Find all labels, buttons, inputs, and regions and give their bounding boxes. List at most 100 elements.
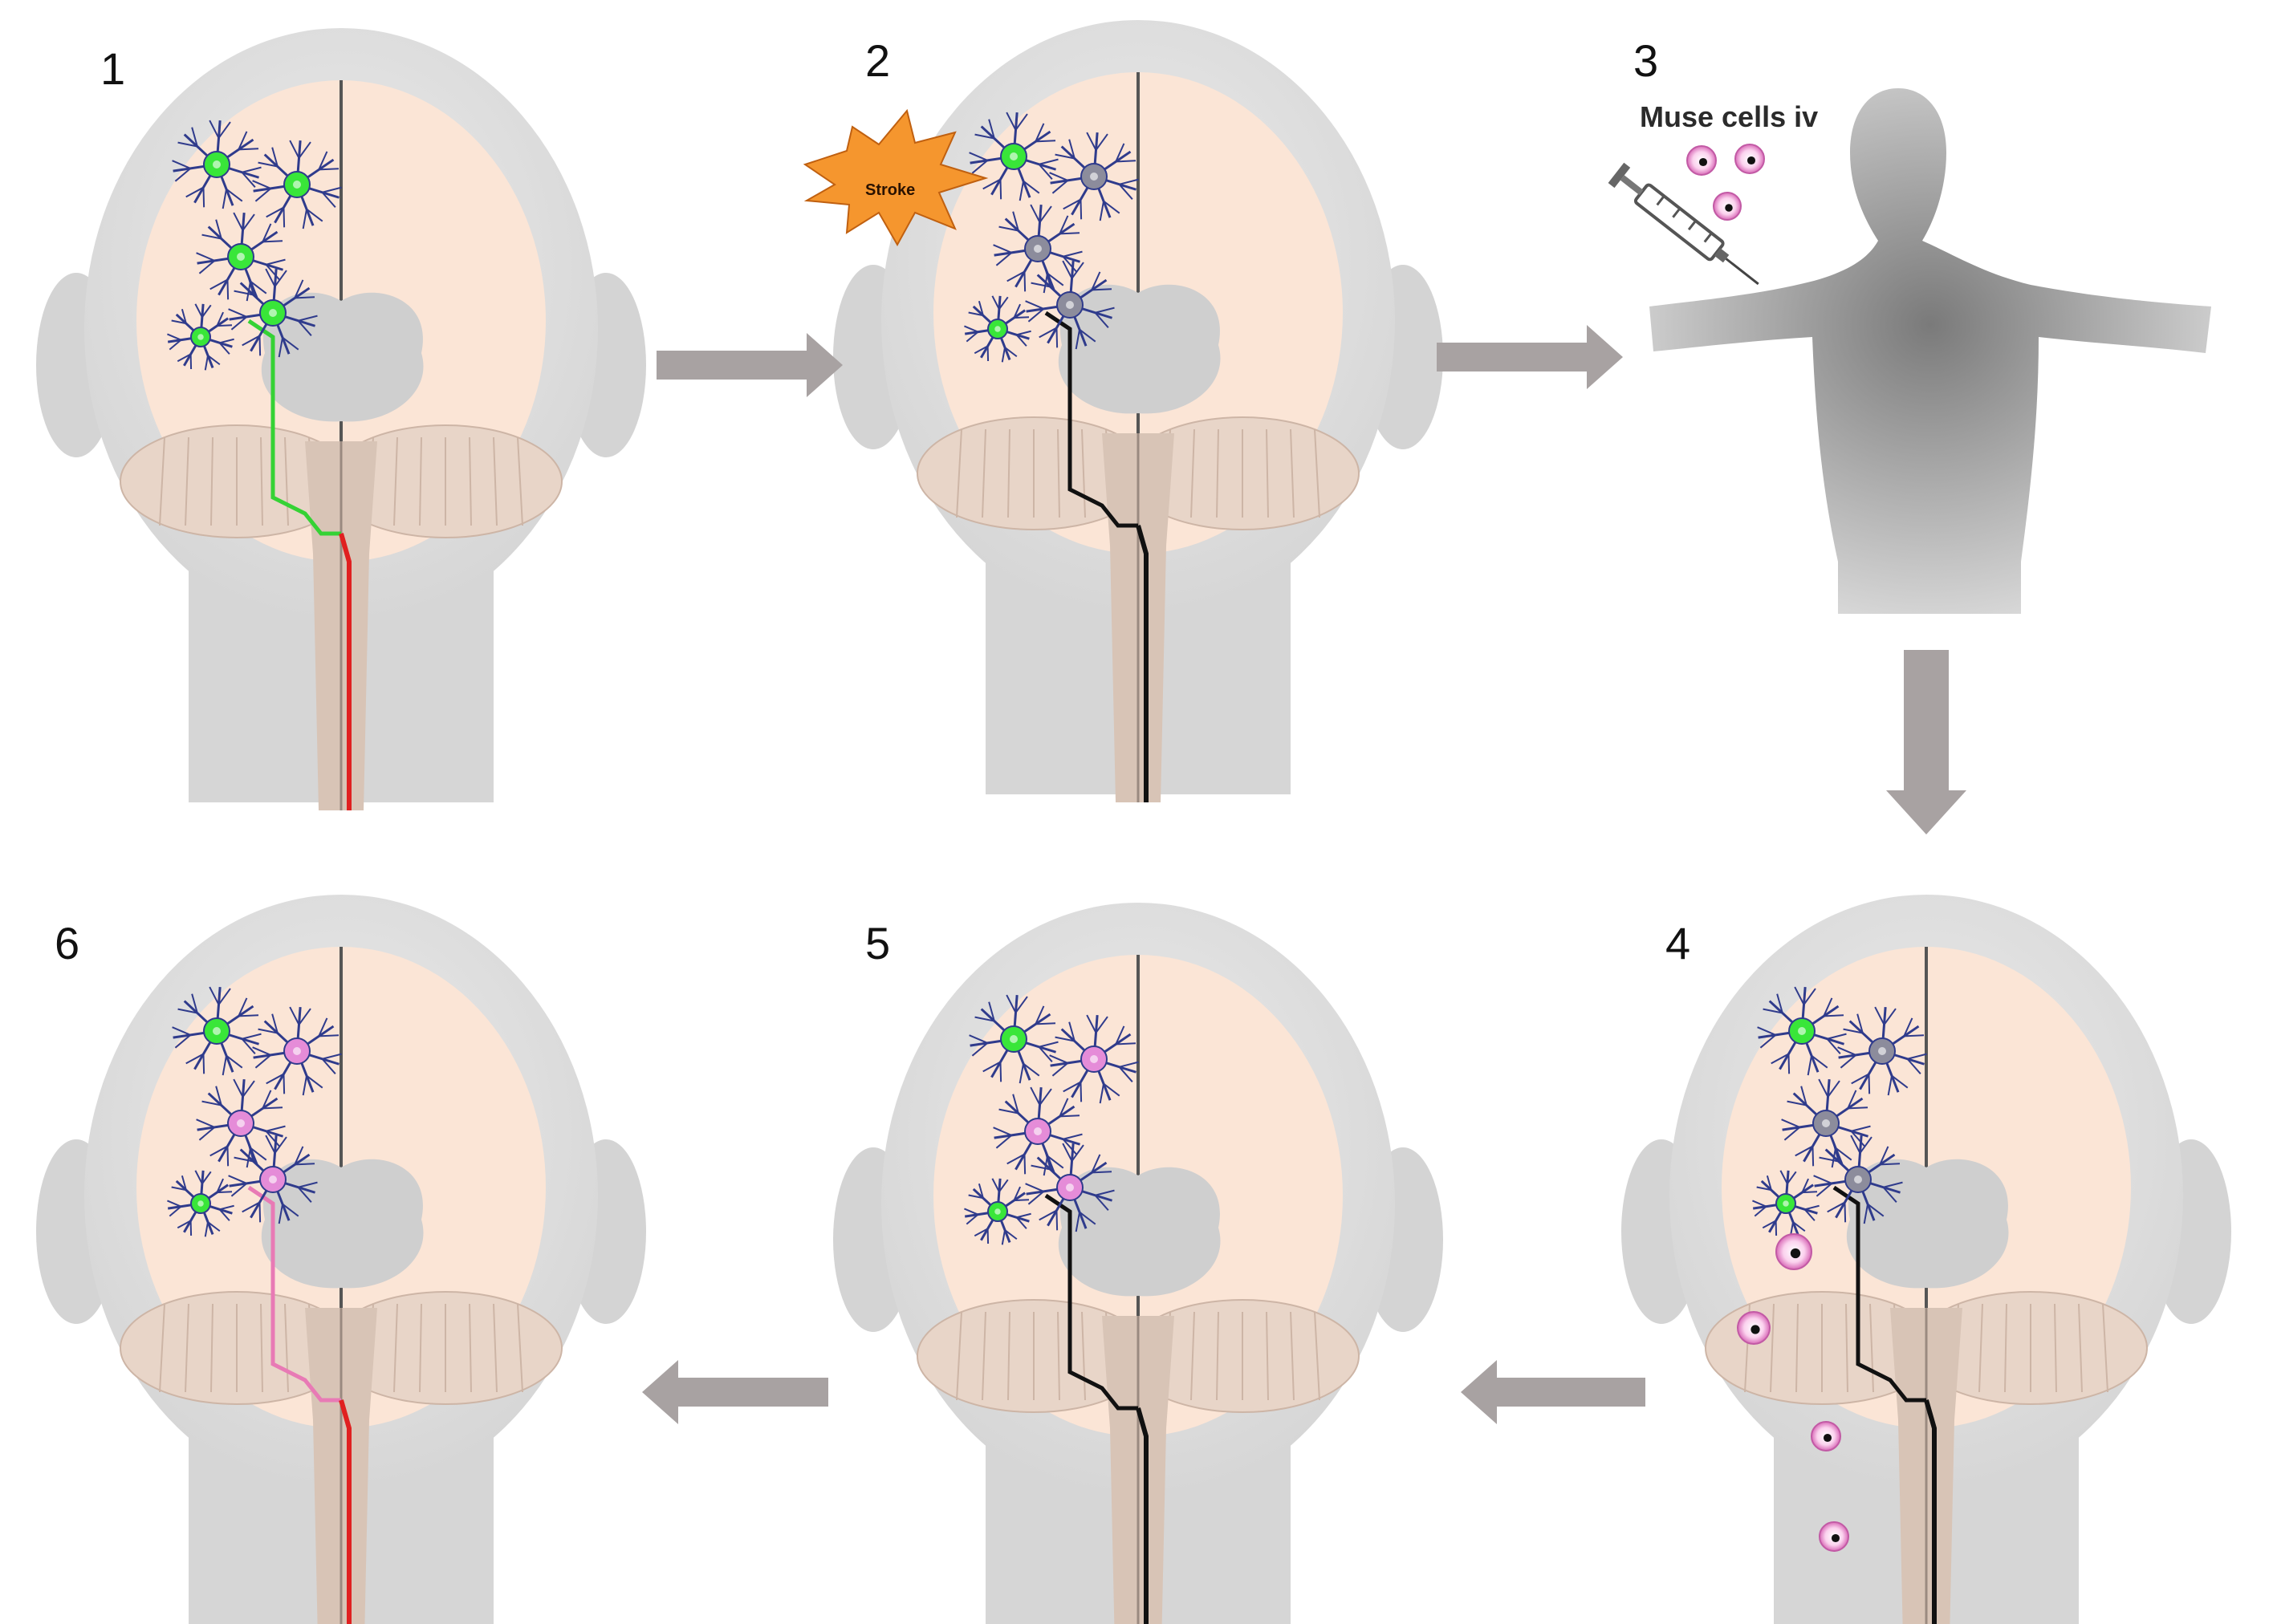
dendrite-branch [1049,172,1068,181]
dendrite-branch [1025,300,1044,310]
head-panel-1 [36,28,646,810]
dendrite-branch [964,1208,978,1216]
cerebellum-fold [493,1303,498,1393]
dendrite-branch [1882,1187,1897,1204]
dendrite-branch [252,180,271,189]
neuron [964,1178,1031,1245]
neuron-nucleus [293,1047,301,1055]
dendrite-branch [234,290,254,296]
neuron [993,204,1083,294]
dendrite-branch [1047,1155,1064,1169]
corticospinal-tract-upper [1044,311,1138,528]
dendrite-branch [1012,211,1019,231]
dendrite-branch [1092,1171,1112,1174]
cerebellum-fold [210,436,213,526]
dendrite-branch [167,1200,181,1208]
cerebellum-fold [956,428,962,518]
cerebellum-fold [1216,428,1219,518]
stroke-burst: Stroke [803,108,989,247]
dendrite-branch [1095,133,1108,151]
neuron [993,1086,1083,1176]
dendrite-branch [242,1201,260,1213]
corticospinal-tract-lower [1136,525,1149,802]
corticospinal-tract-lower [339,533,352,810]
neuron-nucleus [293,181,301,189]
muse-cell-nucleus [1698,157,1708,167]
dendrite-branch [974,1016,995,1022]
cerebellum-fold [1081,1311,1086,1401]
dendrite-branch [242,335,260,347]
dendrite-branch [1887,1075,1893,1096]
dendrite-branch [1004,347,1018,358]
dendrite-branch [174,168,192,182]
dendrite-branch [993,1127,1012,1136]
dendrite-branch [262,240,283,243]
dendrite-branch [302,209,308,229]
dendrite-branch [993,244,1012,254]
dendrite-branch [233,212,244,231]
dendrite-branch [991,295,1000,310]
dendrite-branch [209,1145,228,1157]
dendrite-branch [167,333,181,341]
muse-cell [1713,192,1742,221]
dendrite-branch [289,140,300,159]
cerebellum-fold [956,1311,962,1401]
neuron-nucleus [213,160,221,168]
cerebellum-fold [469,436,472,526]
dendrite-branch [1039,205,1052,223]
dendrite-branch [298,141,311,159]
dendrite-branch [202,187,205,208]
dendrite-branch [194,303,203,318]
dendrite-branch [974,1228,989,1237]
cerebellum-fold [517,1303,523,1393]
dendrite-branch [966,1213,979,1225]
dendrite-branch [238,148,259,151]
dendrite-branch [988,119,995,139]
dendrite-branch [1044,1150,1051,1170]
dendrite-branch [252,1046,271,1056]
dendrite-branch [1016,1212,1031,1219]
dendrite-branch [198,1127,216,1141]
dendrite-branch [172,160,191,169]
dendrite-branch [1816,1183,1833,1197]
neuron [252,140,342,229]
dendrite-branch [1883,1181,1903,1188]
dendrite-branch [321,192,336,209]
dendrite-branch [1874,1006,1885,1025]
muse-cell [1819,1521,1849,1552]
dendrite-branch [1059,215,1069,234]
dendrite-branch [201,304,212,318]
dendrite-branch [319,168,340,171]
dendrite-branch [1091,1154,1101,1173]
dendrite-branch [254,188,272,202]
dendrite-branch [1015,113,1028,131]
neuron-nucleus [1878,1047,1886,1055]
dendrite-branch [218,1208,230,1221]
dendrite-branch [1827,1033,1847,1040]
dendrite-branch [1039,1209,1057,1221]
dendrite-branch [1119,178,1139,185]
dendrite-branch [1063,1133,1083,1140]
neuron-nucleus [197,334,204,340]
dendrite-branch [1035,140,1056,143]
dendrite-branch [218,121,231,139]
dendrite-branch [169,1205,182,1217]
dendrite-branch [1763,1008,1783,1014]
dendrite-branch [242,213,255,231]
dendrite-branch [1014,316,1030,319]
dendrite-branch [1079,328,1096,343]
dendrite-branch [1850,1135,1861,1154]
arrow-right [1437,325,1623,389]
cerebellum-fold [159,436,165,526]
dendrite-branch [171,319,187,325]
dendrite-branch [1904,1034,1925,1037]
dendrite-branch [266,258,286,266]
dendrite-branch [242,166,262,173]
dendrite-branch [226,279,230,300]
dendrite-branch [1883,1008,1897,1025]
neuron [167,303,234,371]
cerebellum-fold [393,436,398,526]
step-number-1: 1 [100,43,125,94]
neuron [1049,1014,1139,1104]
dendrite-branch [1055,1036,1076,1042]
